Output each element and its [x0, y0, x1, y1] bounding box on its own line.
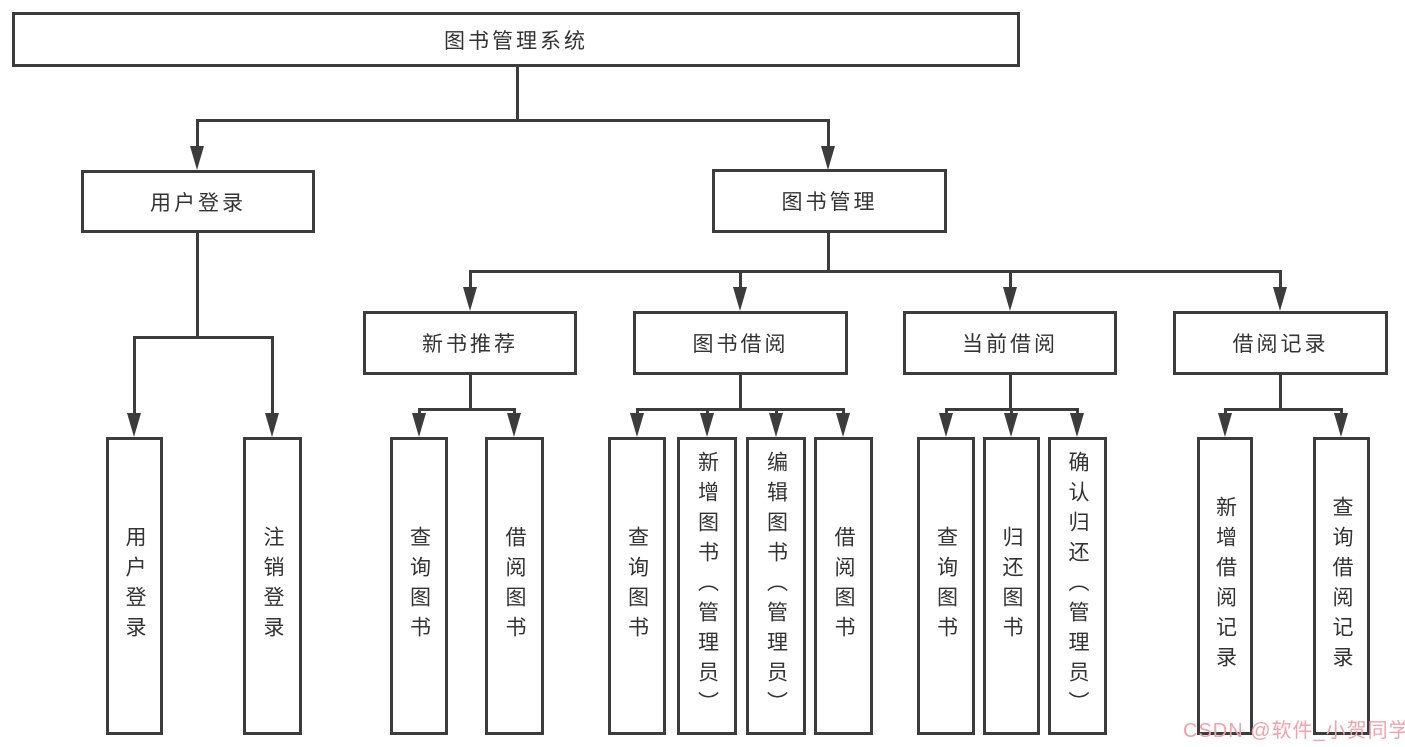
leaf-query-books-current: 查询图书	[917, 437, 975, 735]
connector-line	[636, 408, 844, 411]
connector-line	[1224, 408, 1342, 411]
leaf-edit-book-admin: 编辑图书（管理员）	[746, 437, 806, 735]
connector-line	[516, 67, 519, 121]
node-borrowing-records-label: 借阅记录	[1232, 333, 1329, 356]
connector-arrowhead	[700, 413, 714, 437]
connector-line	[739, 375, 742, 411]
node-root-label: 图书管理系统	[444, 29, 588, 53]
node-user-login: 用户登录	[81, 170, 315, 233]
connector-arrowhead	[939, 413, 953, 437]
leaf-add-book-admin-label: 新增图书（管理员）	[695, 451, 719, 721]
leaf-return-books-label: 归还图书	[1000, 526, 1023, 646]
leaf-add-book-admin: 新增图书（管理员）	[677, 437, 737, 735]
connector-arrowhead	[190, 146, 204, 170]
connector-line	[418, 408, 516, 411]
connector-arrowhead	[412, 413, 426, 437]
node-book-borrowing: 图书借阅	[633, 311, 848, 375]
connector-line	[1009, 270, 1012, 290]
leaf-query-books-borrow-label: 查询图书	[625, 526, 649, 646]
leaf-query-books-borrow: 查询图书	[608, 437, 666, 735]
leaf-borrow-books-2-label: 借阅图书	[832, 526, 855, 646]
connector-line	[469, 270, 1282, 273]
connector-line	[133, 336, 274, 339]
leaf-add-borrow-record-label: 新增借阅记录	[1213, 496, 1237, 676]
leaf-user-login: 用户登录	[106, 437, 163, 735]
connector-arrowhead	[769, 413, 783, 437]
leaf-query-borrow-record: 查询借阅记录	[1313, 437, 1370, 735]
connector-line	[827, 119, 830, 152]
connector-arrowhead	[265, 413, 279, 437]
connector-line	[271, 336, 274, 418]
connector-arrowhead	[1070, 413, 1084, 437]
connector-line	[469, 270, 472, 290]
leaf-query-borrow-record-label: 查询借阅记录	[1330, 496, 1353, 676]
connector-arrowhead	[821, 146, 835, 170]
connector-line	[1279, 375, 1282, 411]
connector-line	[196, 119, 199, 152]
connector-arrowhead	[1334, 413, 1348, 437]
connector-line	[133, 336, 136, 418]
leaf-confirm-return-admin-label: 确认归还（管理员）	[1066, 451, 1089, 721]
leaf-borrow-books-recommend-label: 借阅图书	[503, 526, 526, 646]
connector-line	[196, 119, 830, 122]
leaf-borrow-books-2: 借阅图书	[814, 437, 873, 735]
connector-line	[196, 233, 199, 339]
node-book-borrowing-label: 图书借阅	[692, 333, 789, 356]
node-new-book-recommend-label: 新书推荐	[422, 333, 518, 356]
leaf-borrow-books-recommend: 借阅图书	[485, 437, 544, 735]
leaf-add-borrow-record: 新增借阅记录	[1197, 437, 1253, 735]
leaf-logout-label: 注销登录	[261, 526, 284, 646]
connector-arrowhead	[1003, 287, 1017, 311]
connector-arrowhead	[1218, 413, 1232, 437]
node-current-borrowing-label: 当前借阅	[962, 333, 1058, 356]
connector-line	[827, 233, 830, 273]
leaf-user-login-label: 用户登录	[123, 526, 146, 646]
leaf-query-books-current-label: 查询图书	[934, 526, 958, 646]
node-book-management: 图书管理	[712, 169, 947, 233]
node-user-login-label: 用户登录	[150, 191, 246, 215]
connector-arrowhead	[836, 413, 850, 437]
connector-line	[1279, 270, 1282, 290]
node-borrowing-records: 借阅记录	[1173, 311, 1388, 375]
node-book-management-label: 图书管理	[781, 191, 878, 214]
leaf-return-books: 归还图书	[983, 437, 1040, 735]
leaf-edit-book-admin-label: 编辑图书（管理员）	[764, 451, 788, 721]
connector-arrowhead	[1004, 413, 1018, 437]
connector-arrowhead	[507, 413, 521, 437]
leaf-logout: 注销登录	[243, 437, 302, 735]
node-root: 图书管理系统	[12, 12, 1020, 67]
leaf-query-books-recommend: 查询图书	[390, 437, 448, 735]
connector-arrowhead	[733, 287, 747, 311]
connector-line	[1009, 375, 1012, 411]
connector-line	[739, 270, 742, 290]
connector-arrowhead	[127, 413, 141, 437]
connector-arrowhead	[463, 287, 477, 311]
connector-line	[469, 375, 472, 411]
connector-arrowhead	[1273, 287, 1287, 311]
leaf-query-books-recommend-label: 查询图书	[407, 526, 431, 646]
node-new-book-recommend: 新书推荐	[363, 311, 577, 375]
connector-arrowhead	[630, 413, 644, 437]
watermark-text: CSDN @软件_小贺同学	[1183, 720, 1405, 742]
node-current-borrowing: 当前借阅	[903, 311, 1117, 375]
leaf-confirm-return-admin: 确认归还（管理员）	[1048, 437, 1107, 735]
